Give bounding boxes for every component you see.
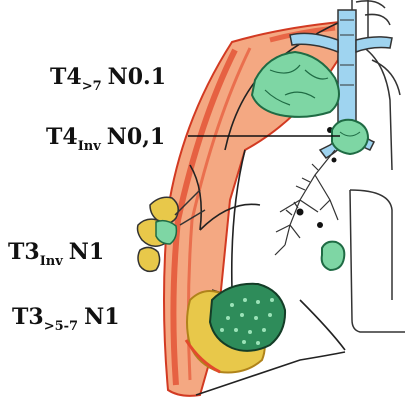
stage-label-t-main: T3 (8, 239, 40, 265)
stage-label-t-main: T4 (50, 64, 82, 90)
lymph-node-tumor (322, 242, 345, 270)
stage-label-t-sub: >5-7 (44, 319, 78, 334)
stage-label-t-sub: Inv (78, 139, 101, 154)
stage-label-t-sub: Inv (40, 254, 63, 269)
stage-label-n: N1 (84, 304, 119, 330)
stage-label-t-sub: >7 (82, 79, 102, 94)
stage-label-n: N0,1 (107, 124, 165, 150)
tumor-t3-diaphragm (186, 284, 285, 373)
stage-label-n: N1 (69, 239, 104, 265)
stage-label-n: N0.1 (108, 64, 166, 90)
bronchial-tree (275, 150, 338, 255)
tumor-t4-invasive (332, 120, 368, 154)
stage-label-t-main: T3 (12, 304, 44, 330)
stage-label-t-main: T4 (46, 124, 78, 150)
